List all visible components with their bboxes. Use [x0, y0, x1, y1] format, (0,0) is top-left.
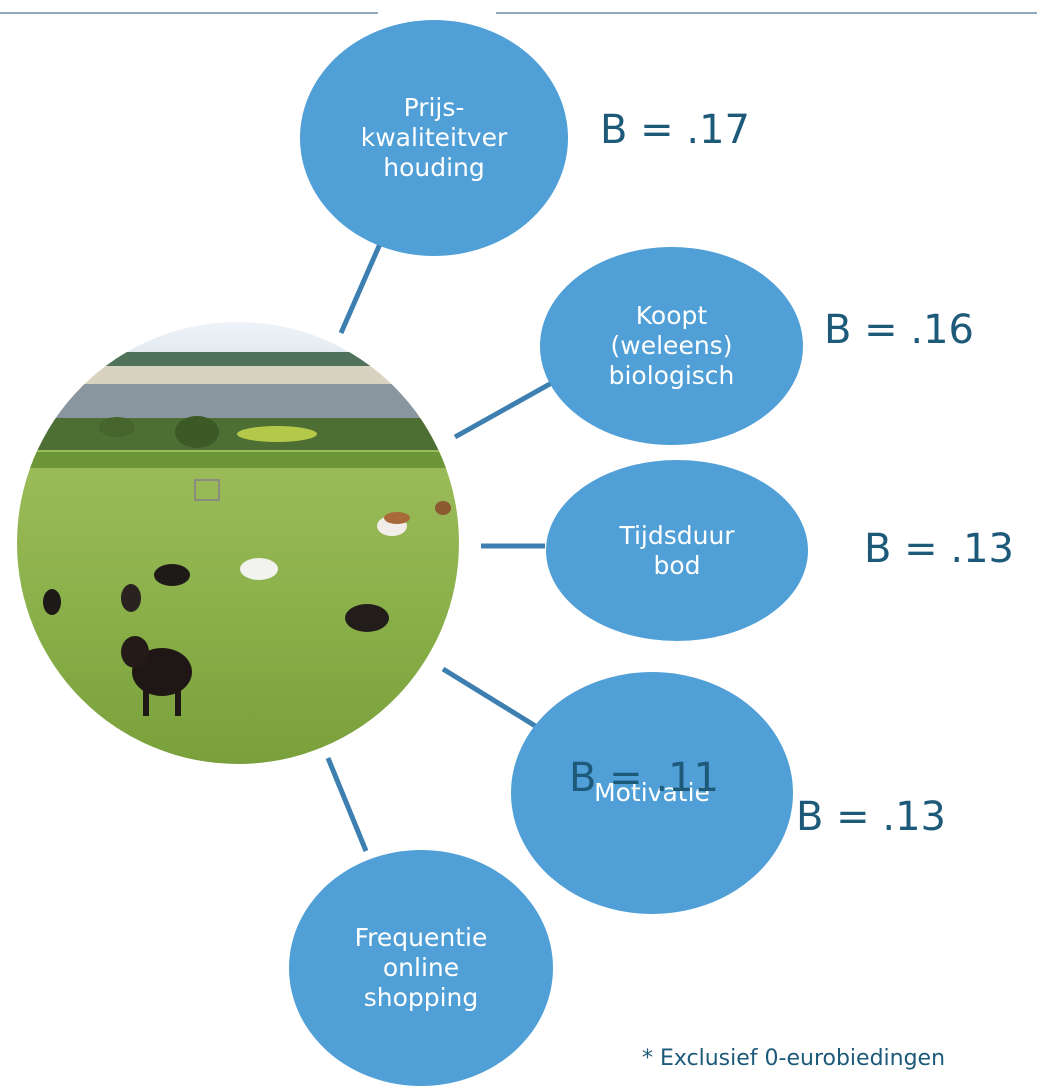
b-value-frequentie: B = .11 [569, 755, 719, 801]
node-label: Koopt (weleens) biologisch [608, 301, 735, 390]
b-value-tijdsduur: B = .13 [864, 526, 1014, 572]
connector-prijs [338, 235, 386, 335]
landscape-cows-photo [17, 322, 459, 764]
node-tijdsduur-bod: Tijdsduur bod [546, 460, 808, 641]
node-motivatie: Motivatie [511, 672, 793, 914]
node-label: Tijdsduur bod [619, 520, 735, 580]
connector-motivatie [441, 666, 539, 730]
node-frequentie-online-shopping: Frequentie online shopping [289, 850, 553, 1086]
connector-koopt [453, 377, 559, 440]
node-label: Prijs- kwaliteitver houding [360, 93, 508, 182]
node-koopt-biologisch: Koopt (weleens) biologisch [540, 247, 803, 445]
node-prijs-kwaliteitverhouding: Prijs- kwaliteitver houding [300, 20, 568, 256]
node-label: Motivatie [594, 778, 710, 807]
node-label: Frequentie online shopping [354, 923, 488, 1012]
b-value-motivatie: B = .13 [796, 794, 946, 840]
connector-frequentie [325, 757, 369, 852]
top-divider-left [0, 12, 378, 14]
top-divider-right [496, 12, 1037, 14]
b-value-koopt: B = .16 [824, 307, 974, 353]
b-value-prijs: B = .17 [600, 107, 750, 153]
footnote: * Exclusief 0-eurobiedingen [642, 1046, 946, 1071]
